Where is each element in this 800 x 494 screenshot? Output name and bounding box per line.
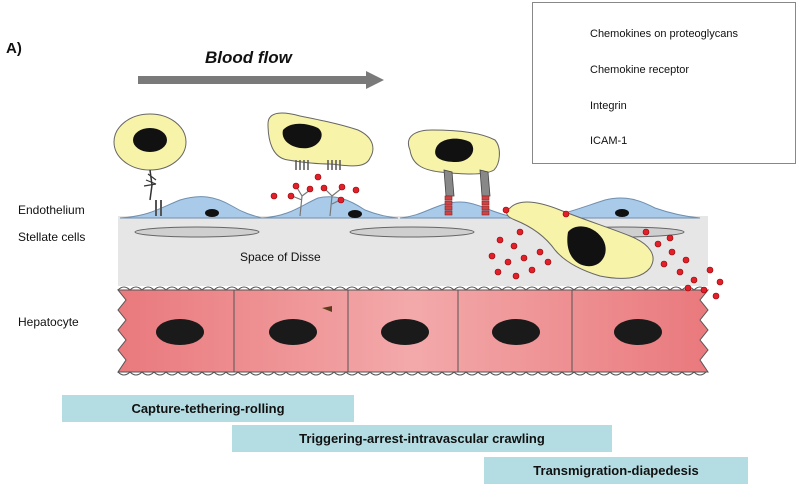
stage-triggering-bar: Triggering-arrest-intravascular crawling	[232, 425, 612, 452]
leukocyte-rolling	[113, 113, 187, 216]
endothelium-label: Endothelium	[18, 203, 85, 217]
stage-capture-bar: Capture-tethering-rolling	[62, 395, 354, 422]
blood-flow-label: Blood flow	[205, 48, 292, 67]
legend-label-icam1: ICAM-1	[590, 135, 628, 147]
legend-label-chemokine-receptor: Chemokine receptor	[590, 64, 690, 76]
stage-triggering-label: Triggering-arrest-intravascular crawling	[299, 431, 545, 446]
legend-label-integrin: Integrin	[590, 100, 627, 112]
hepatocyte-label: Hepatocyte	[18, 315, 79, 329]
stage-capture-label: Capture-tethering-rolling	[131, 401, 285, 416]
stage-transmigration-bar: Transmigration-diapedesis	[484, 457, 748, 484]
blood-flow-arrow	[138, 71, 384, 89]
stellate-cells-label: Stellate cells	[18, 230, 86, 244]
stellate-cells	[134, 226, 685, 238]
panel-label: A)	[6, 40, 22, 57]
legend-box	[532, 2, 796, 164]
space-of-disse-label: Space of Disse	[240, 250, 321, 264]
leukocyte-arrest	[408, 129, 500, 216]
leukocyte-triggering	[267, 112, 374, 217]
stage-transmigration-label: Transmigration-diapedesis	[533, 463, 699, 478]
hepatocyte-layer	[116, 286, 710, 376]
legend-label-chemokines: Chemokines on proteoglycans	[590, 28, 738, 40]
leukocyte-transmigrating	[488, 201, 724, 300]
endothelium-layer	[119, 196, 701, 219]
